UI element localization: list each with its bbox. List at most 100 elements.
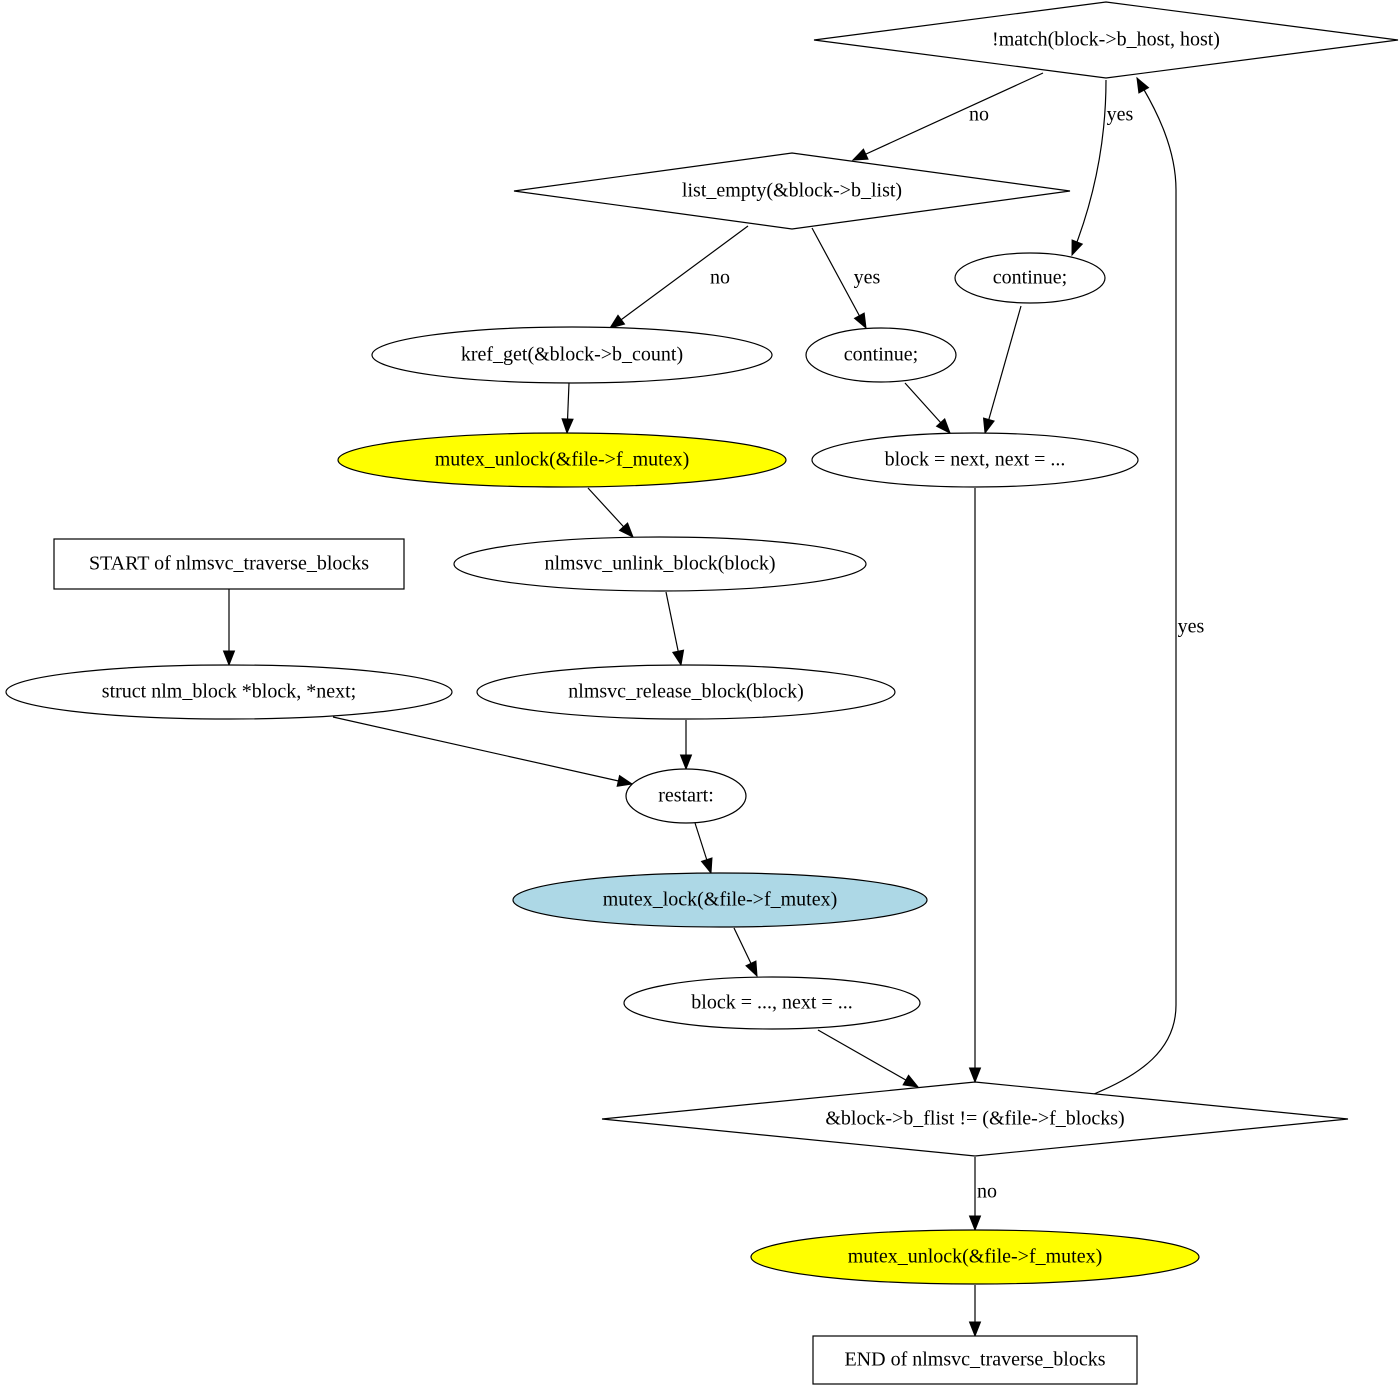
node-label: !match(block->b_host, host) xyxy=(992,29,1220,51)
ellipse-shape xyxy=(954,252,1106,304)
edge-label-yes: yes xyxy=(1178,616,1205,638)
box-shape xyxy=(53,538,405,590)
arrowhead xyxy=(671,649,685,667)
node-label: END of nlmsvc_traverse_blocks xyxy=(844,1349,1105,1371)
node-label: nlmsvc_release_block(block) xyxy=(568,681,803,703)
edge-next-cond xyxy=(968,488,982,1084)
node-label: START of nlmsvc_traverse_blocks xyxy=(89,553,369,575)
arrowhead xyxy=(1071,239,1084,257)
node-unlink: nlmsvc_unlink_block(block) xyxy=(453,536,867,592)
ellipse-shape xyxy=(371,326,773,384)
edge-list-no xyxy=(608,225,749,329)
arrowhead xyxy=(968,1067,982,1084)
node-label: continue; xyxy=(844,344,918,366)
node-kref-get: kref_get(&block->b_count) xyxy=(371,326,773,384)
node-block-next: block = next, next = ... xyxy=(811,432,1139,488)
edge-cont2-next xyxy=(904,382,951,435)
ellipse-shape xyxy=(476,664,896,720)
edge-label-yes: yes xyxy=(1107,104,1134,126)
edge-line xyxy=(332,716,633,785)
arrowhead xyxy=(853,312,867,330)
edge-label-yes: yes xyxy=(854,267,881,289)
diamond-shape xyxy=(513,152,1071,230)
ellipse-shape xyxy=(623,976,921,1030)
arrowhead xyxy=(1136,76,1150,94)
arrowhead xyxy=(561,418,574,435)
diamond-shape xyxy=(601,1081,1349,1157)
edges-layer xyxy=(222,72,1177,1338)
ellipse-shape xyxy=(811,432,1139,488)
edge-cond-no xyxy=(968,1157,982,1232)
edge-match-no xyxy=(851,72,1044,161)
node-decl: struct nlm_block *block, *next; xyxy=(5,664,453,720)
node-label: continue; xyxy=(993,267,1067,289)
arrowhead xyxy=(902,1074,920,1088)
node-label: block = ..., next = ... xyxy=(691,992,852,1014)
edge-restart-lock xyxy=(694,822,713,875)
diamond-shape xyxy=(813,1,1399,79)
node-label: &block->b_flist != (&file->f_blocks) xyxy=(825,1108,1124,1130)
arrowhead xyxy=(982,417,995,435)
node-label: nlmsvc_unlink_block(block) xyxy=(544,553,775,575)
edge-line xyxy=(817,1029,919,1088)
edge-unlock-unlink xyxy=(587,487,634,539)
edge-list-yes xyxy=(811,227,867,330)
ellipse-shape xyxy=(805,327,957,383)
arrowhead xyxy=(968,1321,982,1338)
arrowhead xyxy=(700,857,713,875)
edge-line xyxy=(852,72,1044,161)
node-start: START of nlmsvc_traverse_blocks xyxy=(53,538,405,590)
arrowhead xyxy=(618,522,634,539)
arrowhead xyxy=(968,1215,982,1232)
node-list-empty: list_empty(&block->b_list) xyxy=(513,152,1071,230)
edge-labels-layer: no yes no yes yes no xyxy=(710,104,1205,1203)
node-unlock2: mutex_unlock(&file->f_mutex) xyxy=(750,1229,1200,1285)
edge-decl-restart xyxy=(332,716,634,787)
node-block-init: block = ..., next = ... xyxy=(623,976,921,1030)
edge-label-no: no xyxy=(710,267,730,289)
edge-label-no: no xyxy=(977,1181,997,1203)
node-label: list_empty(&block->b_list) xyxy=(682,180,902,202)
edge-match-yes xyxy=(1071,79,1107,257)
edge-unlink-release xyxy=(665,591,685,667)
edge-label-no: no xyxy=(969,104,989,126)
ellipse-shape xyxy=(750,1229,1200,1285)
box-shape xyxy=(812,1335,1138,1385)
arrowhead xyxy=(616,774,634,787)
edge-init-cond xyxy=(817,1029,920,1088)
node-continue2: continue; xyxy=(805,327,957,383)
edge-line xyxy=(1071,79,1107,256)
edge-unlock-end xyxy=(968,1285,982,1338)
arrowhead xyxy=(935,418,951,435)
edge-lock-init xyxy=(733,927,758,978)
node-label: mutex_lock(&file->f_mutex) xyxy=(603,889,838,911)
edge-cond-yes xyxy=(1093,76,1177,1095)
node-end: END of nlmsvc_traverse_blocks xyxy=(812,1335,1138,1385)
node-lock: mutex_lock(&file->f_mutex) xyxy=(512,872,928,928)
node-restart: restart: xyxy=(625,768,747,824)
nodes-layer: !match(block->b_host, host) list_empty(&b… xyxy=(5,1,1399,1385)
edge-cont1-next xyxy=(982,305,1022,435)
ellipse-shape xyxy=(337,432,787,488)
ellipse-shape xyxy=(5,664,453,720)
ellipse-shape xyxy=(512,872,928,928)
node-loop-cond: &block->b_flist != (&file->f_blocks) xyxy=(601,1081,1349,1157)
node-label: kref_get(&block->b_count) xyxy=(461,344,683,366)
node-label: mutex_unlock(&file->f_mutex) xyxy=(848,1246,1103,1268)
node-label: struct nlm_block *block, *next; xyxy=(102,681,356,703)
arrowhead xyxy=(851,148,869,161)
edge-kref-unlock xyxy=(561,382,574,435)
node-label: restart: xyxy=(658,785,714,807)
arrowhead xyxy=(679,754,693,771)
node-unlock1: mutex_unlock(&file->f_mutex) xyxy=(337,432,787,488)
arrowhead xyxy=(745,960,758,978)
ellipse-shape xyxy=(453,536,867,592)
edge-line xyxy=(811,227,867,329)
arrowhead xyxy=(608,314,626,329)
edge-start-decl xyxy=(222,589,236,667)
edge-line xyxy=(609,225,749,329)
edge-line xyxy=(1093,77,1177,1095)
arrowhead xyxy=(222,650,236,667)
edge-release-restart xyxy=(679,720,693,771)
